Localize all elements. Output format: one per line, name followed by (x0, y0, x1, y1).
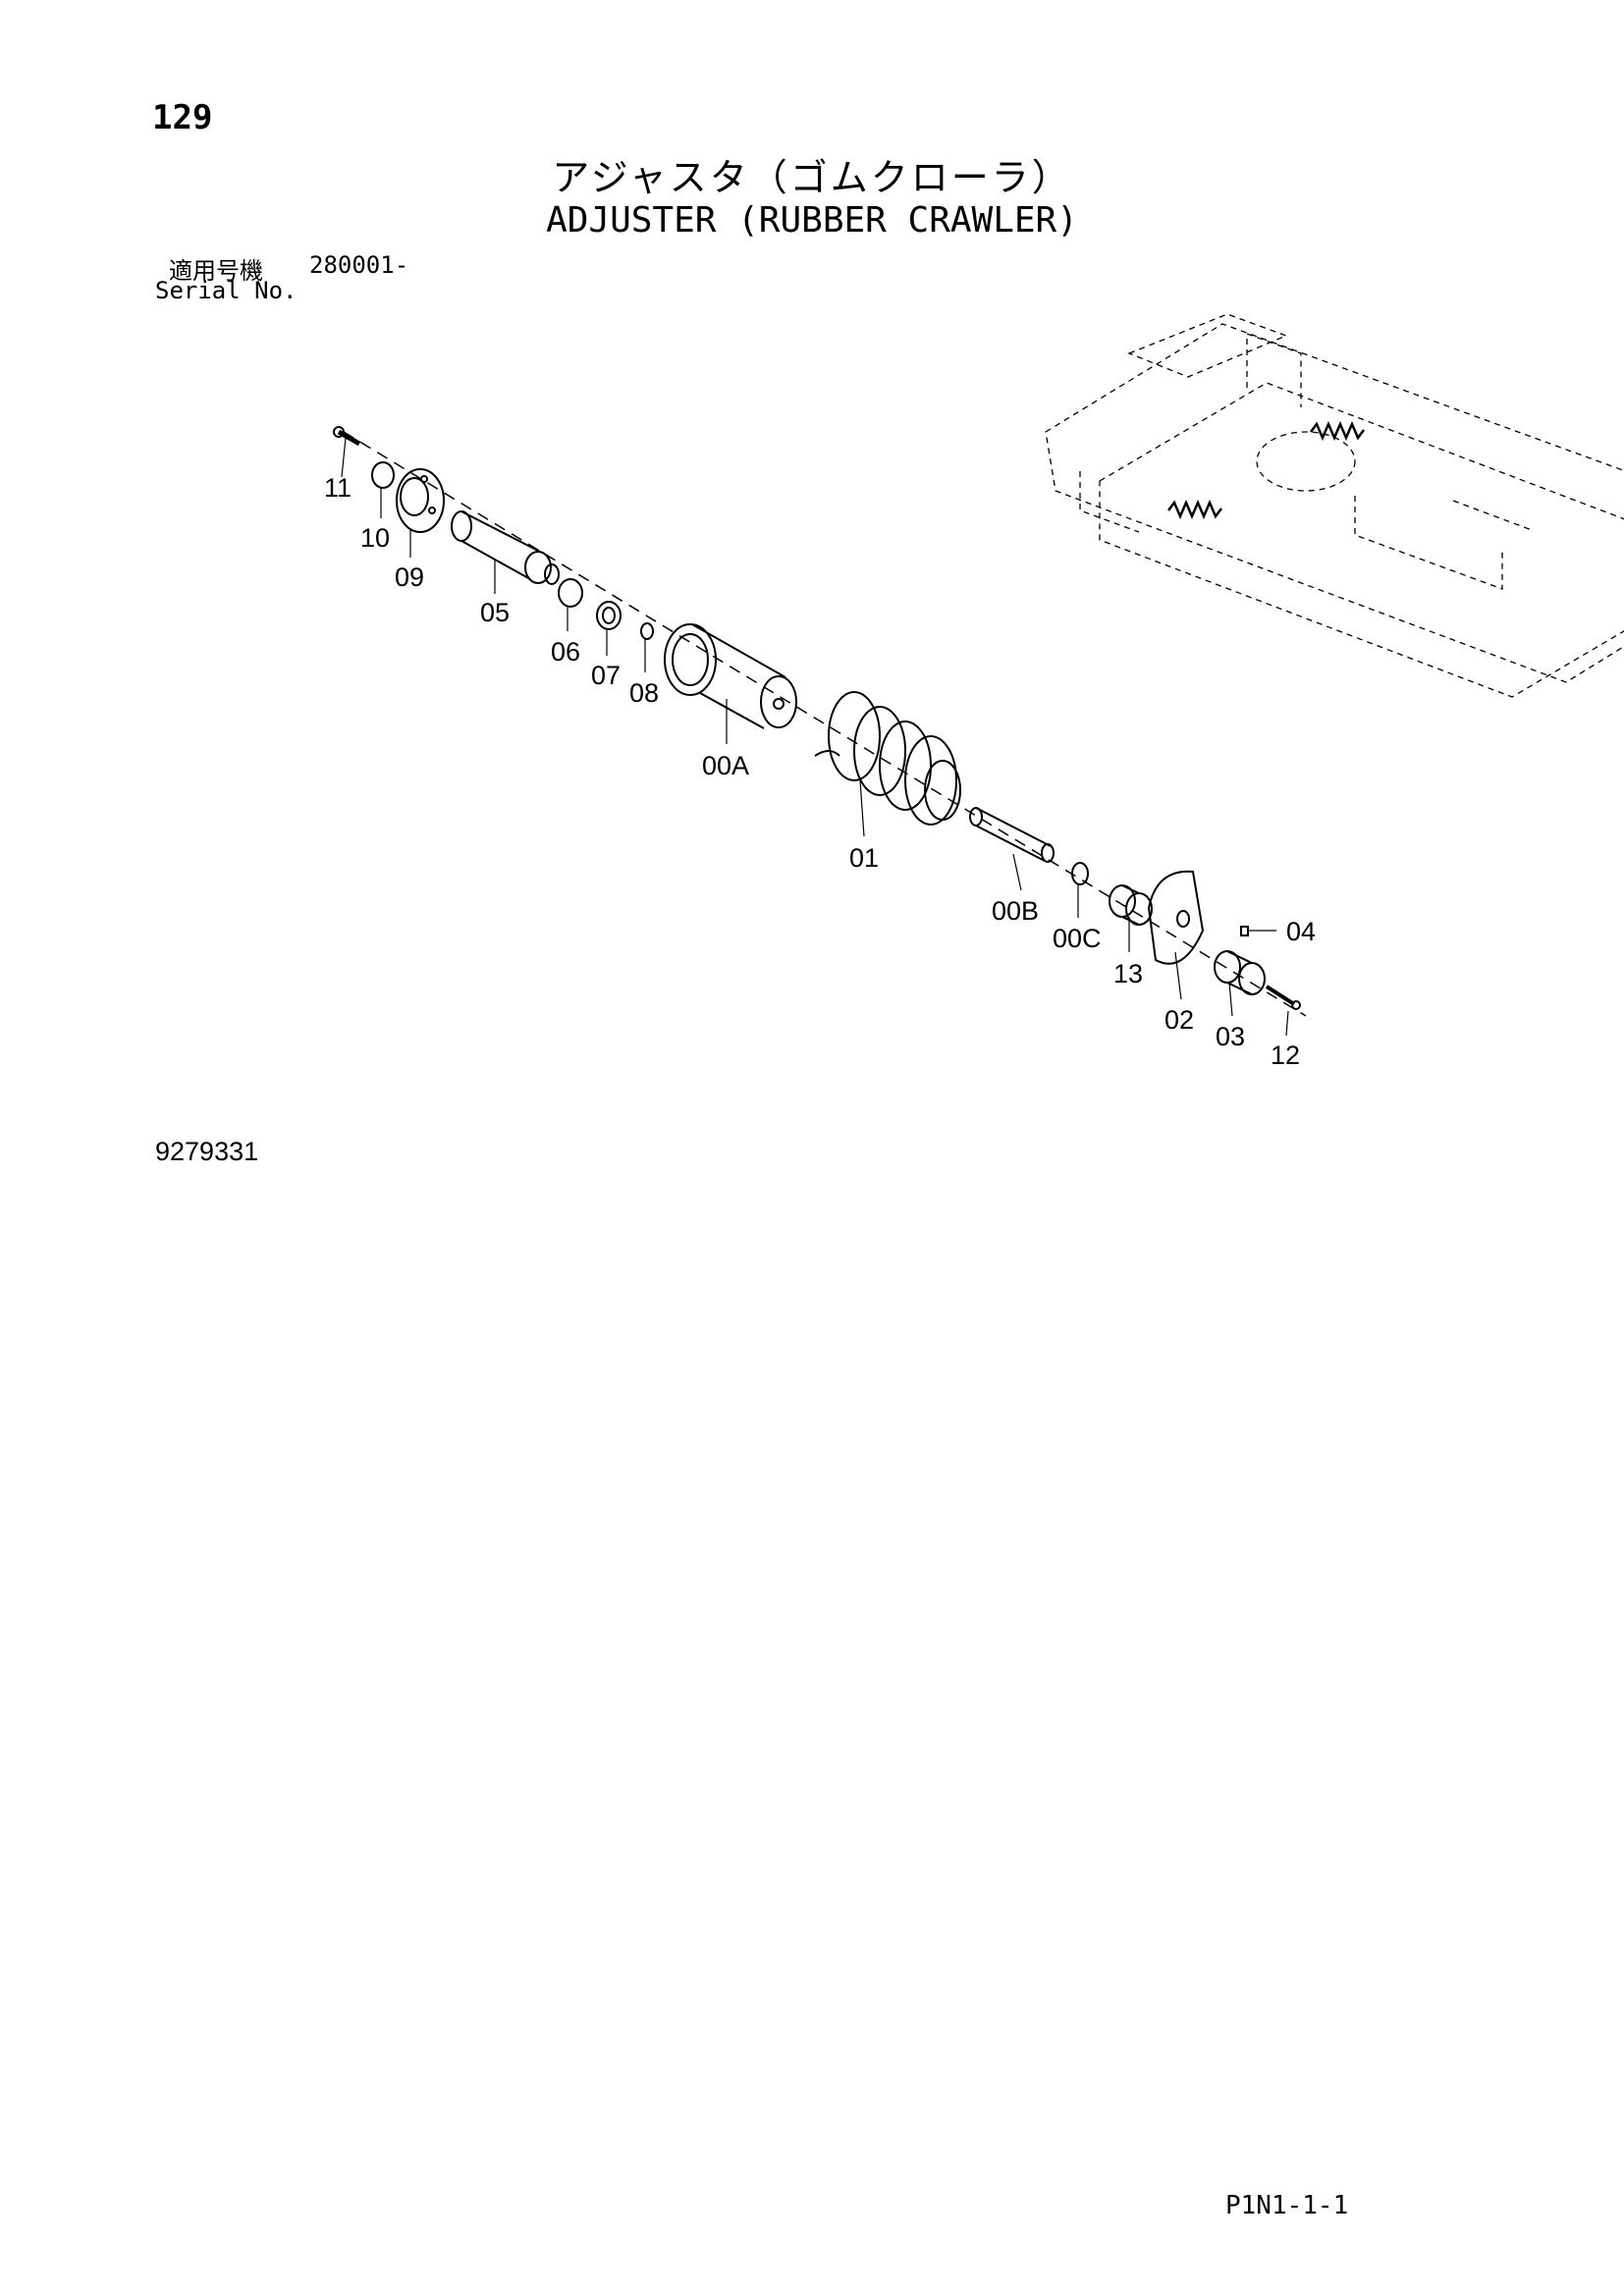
label-12: 12 (1271, 1041, 1300, 1070)
label-00B: 00B (992, 896, 1039, 926)
label-07: 07 (591, 661, 621, 690)
bolt-part (333, 426, 361, 447)
label-06: 06 (551, 637, 580, 667)
label-10: 10 (360, 523, 390, 553)
title-japanese: アジャスタ（ゴムクローラ） (552, 156, 1072, 199)
washer-part (596, 601, 622, 630)
serial-range: 280001- (309, 251, 409, 279)
collar-part (1109, 884, 1153, 926)
label-08: 08 (629, 678, 659, 708)
flange-part (396, 468, 445, 533)
plug-part (1240, 926, 1249, 936)
label-00A: 00A (702, 751, 749, 780)
label-00C: 00C (1053, 924, 1102, 953)
grease-fitting-part (1265, 985, 1301, 1010)
cylinder-part (664, 623, 797, 729)
label-09: 09 (395, 562, 424, 592)
assembly-axis (343, 431, 1307, 1017)
snap-ring-part (1071, 862, 1089, 885)
page-number: 129 (152, 98, 213, 137)
title-english: ADJUSTER (RUBBER CRAWLER) (546, 200, 1078, 240)
label-02: 02 (1164, 1005, 1194, 1035)
label-13: 13 (1113, 959, 1143, 988)
nut-part (1214, 950, 1266, 995)
seal-part (558, 578, 583, 608)
o-ring-part (640, 622, 654, 640)
bracket-part (1147, 870, 1205, 965)
piston-rod-part (969, 807, 1055, 863)
label-04: 04 (1286, 917, 1316, 946)
page-code: P1N1-1-1 (1225, 2191, 1349, 2220)
label-05: 05 (480, 598, 510, 627)
label-01: 01 (849, 843, 879, 873)
ring-part (371, 461, 395, 489)
label-11: 11 (324, 473, 352, 503)
rod-part (451, 510, 560, 585)
inset-overview-drawing (1045, 313, 1624, 698)
serial-label-english: Serial No. (155, 277, 298, 304)
inset-spring-highlight (1167, 420, 1365, 520)
label-03: 03 (1216, 1022, 1245, 1051)
figure-number: 9279331 (155, 1137, 259, 1166)
serial-label-japanese: 適用号機 (169, 257, 263, 285)
spring-part (814, 691, 961, 826)
